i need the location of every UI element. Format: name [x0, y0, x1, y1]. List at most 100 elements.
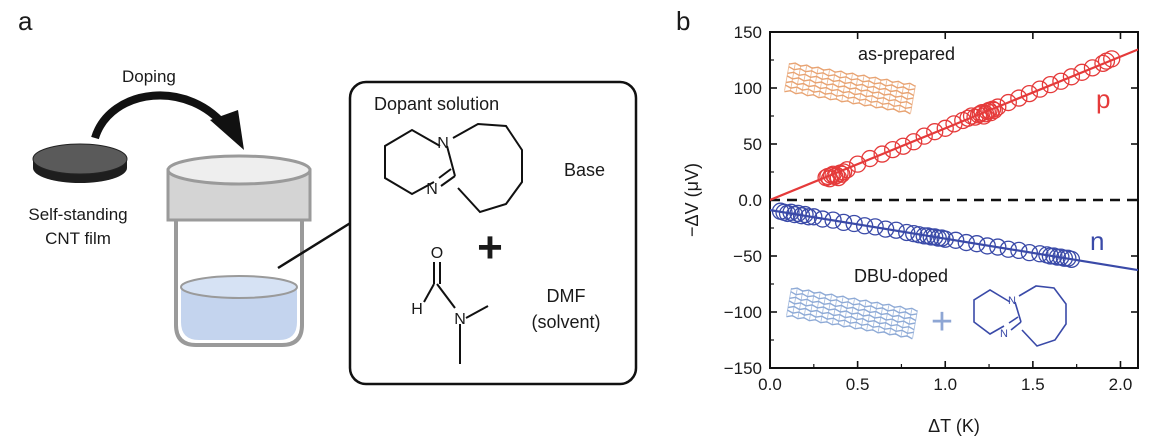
x-tick-label: 0.0	[758, 375, 782, 394]
data-point-n	[845, 214, 863, 233]
cnt-lattice-rung	[807, 67, 813, 95]
cnt-lattice-row	[789, 62, 916, 87]
as-prepared-label: as-prepared	[858, 44, 955, 64]
cnt-lattice-rung	[809, 292, 815, 320]
data-point-n	[929, 229, 947, 247]
data-point-p	[884, 140, 902, 159]
x-tick-label: 1.5	[1021, 375, 1045, 394]
data-point-n	[1020, 243, 1039, 262]
cnt-lattice-rung	[877, 304, 884, 332]
cnt-lattice-rung	[894, 307, 901, 335]
data-point-p	[989, 98, 1007, 116]
cnt-lattice-rung	[866, 302, 873, 330]
data-point-n	[1062, 250, 1081, 269]
data-point-p	[833, 165, 851, 183]
inset-dbu-structure	[973, 285, 1067, 347]
data-point-p	[905, 133, 923, 151]
cnt-lattice-rung	[801, 66, 808, 94]
p-type-label: p	[1096, 84, 1110, 114]
cnt-lattice-rung	[858, 76, 865, 104]
data-point-n	[957, 233, 975, 252]
cnt-lattice-rung	[849, 299, 855, 327]
x-tick-label: 2.0	[1109, 375, 1133, 394]
y-tick-label: −150	[724, 359, 762, 378]
cnt-lattice-rung	[872, 303, 878, 331]
cnt-lattice-rung	[791, 289, 798, 317]
doping-arrow-head	[210, 110, 244, 150]
data-point-n	[1048, 248, 1067, 266]
data-point-p	[873, 145, 891, 163]
data-point-n	[978, 237, 996, 255]
dmf-n: N	[454, 311, 466, 328]
data-point-p	[861, 149, 879, 168]
data-point-n	[989, 238, 1007, 256]
cnt-lattice-rung	[837, 297, 844, 325]
panel-b-label: b	[676, 6, 690, 36]
callout-line	[277, 220, 353, 270]
dmf-h: H	[411, 301, 423, 318]
data-point-p	[1052, 72, 1070, 90]
panel-a: a Doping Self-standing CNT film Dopant s…	[18, 6, 638, 386]
cnt-lattice-rung	[803, 291, 810, 319]
data-point-p	[999, 93, 1017, 112]
cnt-lattice-rung	[904, 84, 911, 112]
data-point-p	[1094, 54, 1112, 73]
cnt-lattice-rung	[870, 78, 876, 106]
data-point-n	[898, 223, 916, 242]
inset-dbu-n-bottom: N	[1000, 328, 1008, 340]
cnt-lattice-rung	[820, 294, 827, 322]
cnt-lattice-rung	[883, 305, 890, 333]
dbu-n-top: N	[437, 135, 449, 152]
cnt-lattice-rung	[795, 65, 802, 93]
cnt-lattice-rung	[789, 64, 796, 92]
n-type-label: n	[1090, 226, 1104, 256]
dmf-structure	[423, 262, 489, 364]
data-point-p	[926, 123, 944, 141]
cnt-lattice-rung	[814, 293, 821, 321]
cnt-lattice-rung	[906, 309, 913, 337]
data-point-n	[1031, 245, 1049, 263]
dbu-n-bottom: N	[426, 181, 438, 198]
dmf-sublabel: (solvent)	[531, 312, 600, 332]
dopant-solution-box	[348, 80, 638, 386]
plus-sign: +	[477, 223, 503, 272]
panel-a-label: a	[18, 6, 33, 36]
data-point-p	[1031, 80, 1049, 98]
y-tick-label: 100	[734, 79, 762, 98]
cnt-lattice-rung	[835, 72, 842, 100]
dopant-box-title: Dopant solution	[374, 94, 499, 114]
cnt-lattice-rung	[824, 70, 830, 98]
cnt-lattice-rung	[889, 306, 895, 334]
doping-label: Doping	[122, 67, 176, 86]
data-point-n	[796, 205, 814, 224]
data-point-n	[866, 218, 884, 236]
data-point-p	[971, 105, 989, 123]
data-point-n	[805, 208, 823, 226]
cnt-lattice-rung	[847, 74, 853, 102]
dmf-o: O	[431, 245, 443, 262]
cnt-lattice-rung	[786, 288, 792, 316]
cnt-lattice-rung	[784, 63, 790, 91]
data-point-p	[1010, 89, 1028, 107]
data-point-p	[894, 137, 912, 155]
inset-plus-sign: +	[931, 301, 953, 343]
cnt-lattice-rung	[843, 298, 850, 326]
cnt-lattice-rung	[854, 300, 861, 328]
film-label-line1: Self-standing	[28, 205, 127, 224]
dmf-label: DMF	[547, 286, 586, 306]
cnt-lattice-rung	[829, 71, 836, 99]
cnt-lattice-rung	[860, 301, 867, 329]
dbu-structure	[384, 122, 523, 214]
doping-arrow	[91, 91, 232, 140]
data-point-p	[1083, 59, 1102, 77]
data-point-n	[1055, 249, 1074, 267]
data-point-p	[834, 163, 853, 181]
cnt-lattice-rung	[910, 85, 916, 113]
cnt-lattice-rung	[852, 75, 859, 103]
data-point-n	[877, 220, 895, 238]
data-point-n	[834, 213, 853, 232]
y-tick-label: −50	[733, 247, 762, 266]
